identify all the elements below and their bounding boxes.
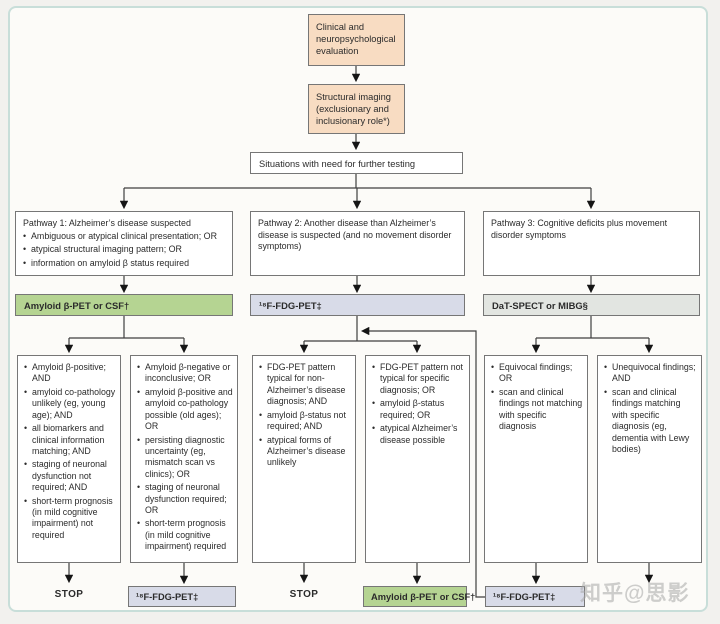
outcome-box-2: Amyloid β-negative or inconclusive; ORam… <box>130 355 238 563</box>
bullet-text: persisting diagnostic uncertainty (eg, m… <box>145 434 225 479</box>
bullet-text: amyloid β-positive and amyloid co-pathol… <box>145 386 233 432</box>
result-fdg-pet-box-2: ¹⁸F-FDG-PET‡ <box>485 586 585 607</box>
bullet-item: amyloid β-status required; OR <box>372 398 465 421</box>
bullet-text: Equivocal findings; OR <box>499 362 573 384</box>
bullet-text: FDG-PET pattern typical for non-Alzheime… <box>267 362 346 407</box>
test-band-amyloid-pet: Amyloid β-PET or CSF† <box>15 294 233 316</box>
bullet-text: amyloid co-pathology unlikely (eg, young… <box>32 386 116 420</box>
bullet-text: short-term prognosis (in mild cognitive … <box>32 495 113 540</box>
bullet-text: atypical forms of Alzheimer’s disease un… <box>267 434 346 468</box>
structural-imaging-box: Structural imaging (exclusionary and inc… <box>308 84 405 134</box>
outcome-1-bullets: Amyloid β-positive; ANDamyloid co-pathol… <box>24 362 116 541</box>
result-fdg-pet-box-1: ¹⁸F-FDG-PET‡ <box>128 586 236 607</box>
outcome-box-5: Equivocal findings; ORscan and clinical … <box>484 355 588 563</box>
bullet-item: Equivocal findings; OR <box>491 362 583 385</box>
clinical-evaluation-box: Clinical and neuropsychological evaluati… <box>308 14 405 66</box>
bullet-item: staging of neuronal dysfunction not requ… <box>24 459 116 493</box>
test-band-dat-spect: DaT-SPECT or MIBG§ <box>483 294 700 316</box>
bullet-item: atypical structural imaging pattern; OR <box>23 244 225 256</box>
bullet-text: short-term prognosis (in mild cognitive … <box>145 518 227 552</box>
bullet-text: information on amyloid β status required <box>31 257 190 268</box>
pathway-3-box: Pathway 3: Cognitive deficits plus movem… <box>483 211 700 276</box>
pathway-1-title: Pathway 1: Alzheimer’s disease suspected <box>23 218 191 228</box>
pathway-2-title: Pathway 2: Another disease than Alzheime… <box>258 218 452 252</box>
pathway-1-bullets: Ambiguous or atypical clinical presentat… <box>23 231 225 270</box>
bullet-text: staging of neuronal dysfunction not requ… <box>32 459 107 493</box>
bullet-item: scan and clinical findings not matching … <box>491 387 583 433</box>
test-band-fdg-pet: ¹⁸F-FDG-PET‡ <box>250 294 465 316</box>
bullet-text: Unequivocal findings; AND <box>612 362 696 384</box>
bullet-item: Amyloid β-negative or inconclusive; OR <box>137 362 233 385</box>
bullet-text: amyloid β-status required; OR <box>380 398 445 420</box>
bullet-item: all biomarkers and clinical information … <box>24 423 116 457</box>
bullet-text: all biomarkers and clinical information … <box>32 423 105 456</box>
bullet-item: amyloid β-status not required; AND <box>259 410 351 433</box>
outcome-2-bullets: Amyloid β-negative or inconclusive; ORam… <box>137 362 233 553</box>
bullet-text: FDG-PET pattern not typical for specific… <box>380 362 463 395</box>
pathway-3-title: Pathway 3: Cognitive deficits plus movem… <box>491 218 668 240</box>
bullet-item: Amyloid β-positive; AND <box>24 362 116 385</box>
pathway-2-box: Pathway 2: Another disease than Alzheime… <box>250 211 465 276</box>
bullet-item: amyloid co-pathology unlikely (eg, young… <box>24 387 116 421</box>
further-testing-box: Situations with need for further testing <box>250 152 463 174</box>
watermark: 知乎@思影 <box>580 582 690 605</box>
bullet-item: staging of neuronal dysfunction required… <box>137 482 233 516</box>
outcome-box-4: FDG-PET pattern not typical for specific… <box>365 355 470 563</box>
bullet-item: short-term prognosis (in mild cognitive … <box>24 496 116 542</box>
bullet-item: short-term prognosis (in mild cognitive … <box>137 518 233 552</box>
outcome-box-3: FDG-PET pattern typical for non-Alzheime… <box>252 355 356 563</box>
bullet-item: information on amyloid β status required <box>23 258 225 270</box>
bullet-item: atypical Alzheimer’s disease possible <box>372 423 465 446</box>
bullet-item: amyloid β-positive and amyloid co-pathol… <box>137 387 233 433</box>
stop-label-2: STOP <box>289 589 319 600</box>
bullet-item: FDG-PET pattern not typical for specific… <box>372 362 465 396</box>
bullet-text: atypical structural imaging pattern; OR <box>31 244 182 255</box>
outcome-6-bullets: Unequivocal findings; ANDscan and clinic… <box>604 362 697 455</box>
bullet-text: scan and clinical findings matching with… <box>612 386 690 454</box>
outcome-box-1: Amyloid β-positive; ANDamyloid co-pathol… <box>17 355 121 563</box>
bullet-text: amyloid β-status not required; AND <box>267 409 346 432</box>
outcome-3-bullets: FDG-PET pattern typical for non-Alzheime… <box>259 362 351 469</box>
bullet-item: FDG-PET pattern typical for non-Alzheime… <box>259 362 351 408</box>
bullet-item: persisting diagnostic uncertainty (eg, m… <box>137 435 233 481</box>
pathway-1-box: Pathway 1: Alzheimer’s disease suspected… <box>15 211 233 276</box>
bullet-item: Unequivocal findings; AND <box>604 362 697 385</box>
outcome-5-bullets: Equivocal findings; ORscan and clinical … <box>491 362 583 433</box>
bullet-text: Amyloid β-negative or inconclusive; OR <box>145 362 231 384</box>
bullet-item: scan and clinical findings matching with… <box>604 387 697 456</box>
bullet-item: Ambiguous or atypical clinical presentat… <box>23 231 225 243</box>
stop-label-1: STOP <box>54 589 84 600</box>
outcome-4-bullets: FDG-PET pattern not typical for specific… <box>372 362 465 446</box>
bullet-text: scan and clinical findings not matching … <box>499 386 583 432</box>
bullet-text: Amyloid β-positive; AND <box>32 362 106 384</box>
bullet-text: atypical Alzheimer’s disease possible <box>380 423 458 445</box>
bullet-text: Ambiguous or atypical clinical presentat… <box>31 230 217 241</box>
bullet-text: staging of neuronal dysfunction required… <box>145 482 227 516</box>
bullet-item: atypical forms of Alzheimer’s disease un… <box>259 435 351 469</box>
outcome-box-6: Unequivocal findings; ANDscan and clinic… <box>597 355 702 563</box>
result-amyloid-pet-box: Amyloid β-PET or CSF† <box>363 586 475 607</box>
